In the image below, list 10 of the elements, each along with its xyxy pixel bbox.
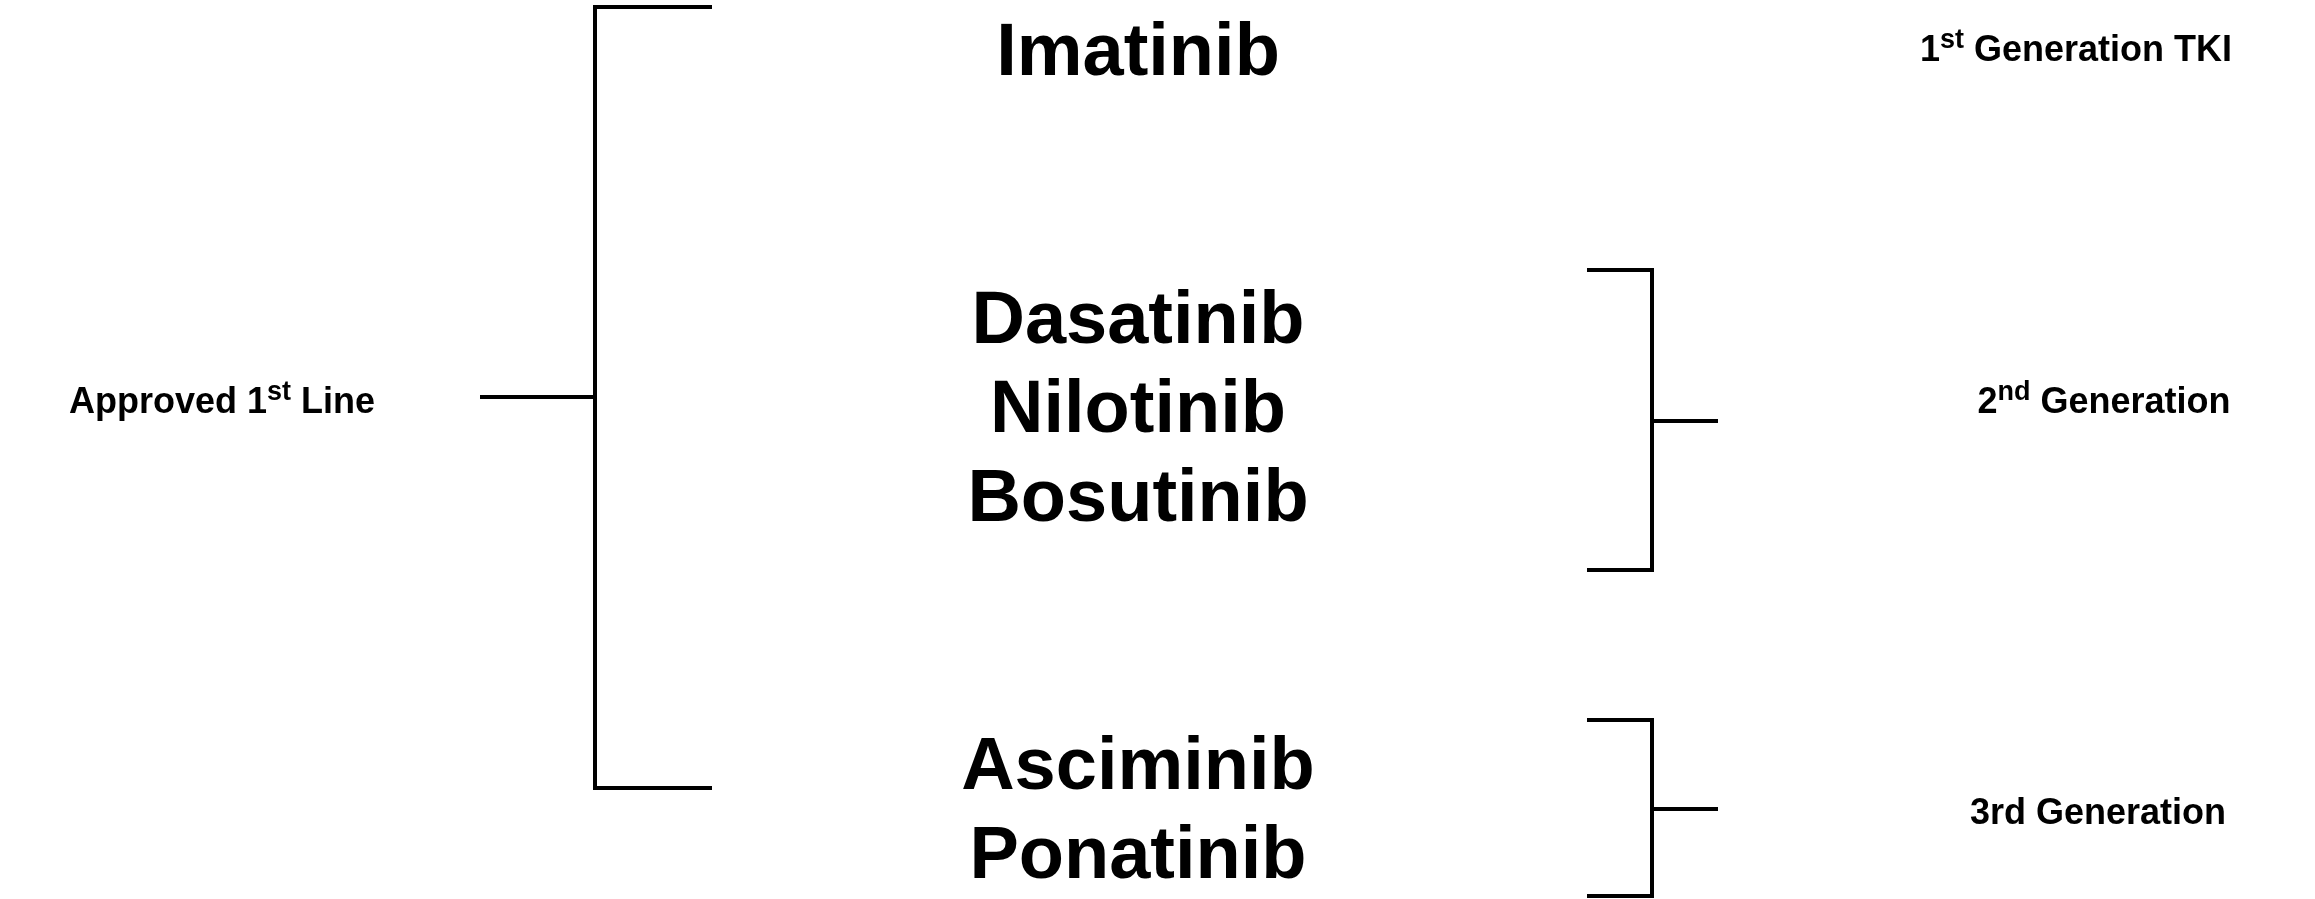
drug-name: Dasatinib xyxy=(971,274,1305,361)
category-label: 2$^{nd}$ Generation xyxy=(1977,379,2231,423)
category-label: 1$^{st}$ Generation TKI xyxy=(1919,27,2233,71)
drug-name: Bosutinib xyxy=(967,452,1309,539)
drug-name: Nilotinib xyxy=(990,363,1286,450)
drug-name: Imatinib xyxy=(996,6,1280,93)
drug-name: Asciminib xyxy=(961,721,1315,807)
category-label: Approved 1$^{st}$ Line xyxy=(68,379,376,423)
category-label: 3rd Generation xyxy=(1969,790,2227,834)
drug-name: Ponatinib xyxy=(969,810,1307,896)
